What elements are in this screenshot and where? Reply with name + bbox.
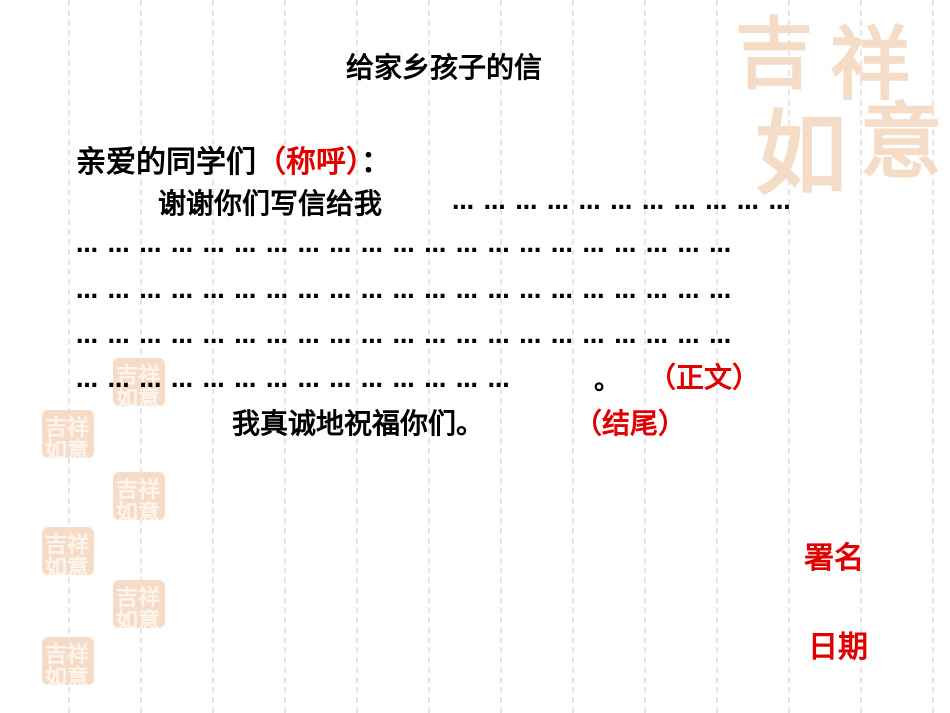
ruling-line — [932, 0, 934, 713]
auspicious-seal-small: 吉祥 如意 — [42, 527, 94, 575]
ruling-line — [356, 0, 358, 713]
date-label: 日期 — [808, 630, 868, 665]
auspicious-seal-small: 吉祥 如意 — [42, 637, 94, 685]
body-annotation: （正文） — [648, 361, 761, 394]
ruling-line — [68, 0, 70, 713]
auspicious-seal-small: 吉祥 如意 — [113, 580, 165, 628]
signature-label: 署名 — [804, 541, 864, 576]
ruling-line — [860, 0, 862, 713]
auspicious-seal-small: 吉祥 如意 — [113, 472, 165, 520]
auspicious-seal-small: 吉祥 如意 — [42, 410, 94, 458]
salutation-colon: ： — [361, 145, 391, 180]
ruling-line — [716, 0, 718, 713]
closing-line: 我真诚地祝福你们。 — [232, 407, 485, 440]
body-ellipsis: … … … … … … … … … … … … … … — [76, 368, 511, 393]
ruling-line — [572, 0, 574, 713]
ruling-line — [428, 0, 430, 713]
body-ellipsis: … … … … … … … … … … … … … … … … … … … … … — [76, 279, 733, 304]
salutation-annotation: （称呼） — [256, 145, 361, 180]
ruling-line — [140, 0, 142, 713]
body-ellipsis: … … … … … … … … … … … — [452, 190, 792, 215]
body-full-stop: 。 — [594, 366, 621, 396]
closing-annotation: （结尾） — [574, 407, 687, 440]
ruling-line — [644, 0, 646, 713]
auspicious-seal-large: 吉 祥 如 意 — [735, 9, 943, 205]
salutation-text: 亲爱的同学们 — [76, 145, 256, 180]
auspicious-seal-small: 吉祥 如意 — [113, 358, 165, 406]
body-ellipsis: … … … … … … … … … … … … … … … … … … … … … — [76, 324, 733, 349]
letter-title: 给家乡孩子的信 — [346, 51, 543, 84]
ruling-line — [500, 0, 502, 713]
ruling-line — [284, 0, 286, 713]
salutation-line: 亲爱的同学们（称呼）： — [76, 137, 391, 181]
ruling-line — [212, 0, 214, 713]
ruling-line — [788, 0, 790, 713]
body-ellipsis: … … … … … … … … … … … … … … … … … … … … … — [76, 233, 733, 258]
body-opening: 谢谢你们写信给我 — [158, 187, 383, 220]
